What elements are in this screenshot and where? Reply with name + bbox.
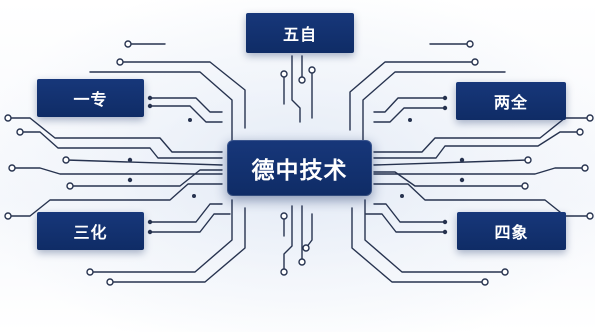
node-left-top: 一专 bbox=[37, 79, 144, 117]
node-top-label: 五自 bbox=[282, 25, 317, 44]
node-top: 五自 bbox=[246, 13, 354, 53]
node-right-top-label: 两全 bbox=[493, 93, 528, 112]
node-left-bottom-label: 三化 bbox=[73, 223, 108, 242]
node-center: 德中技术 bbox=[227, 140, 372, 196]
node-left-bottom: 三化 bbox=[37, 212, 144, 250]
node-right-top: 两全 bbox=[456, 82, 566, 120]
node-right-bottom: 四象 bbox=[457, 212, 566, 250]
node-left-top-label: 一专 bbox=[73, 90, 108, 109]
node-center-label: 德中技术 bbox=[251, 158, 348, 184]
node-right-bottom-label: 四象 bbox=[494, 223, 529, 242]
